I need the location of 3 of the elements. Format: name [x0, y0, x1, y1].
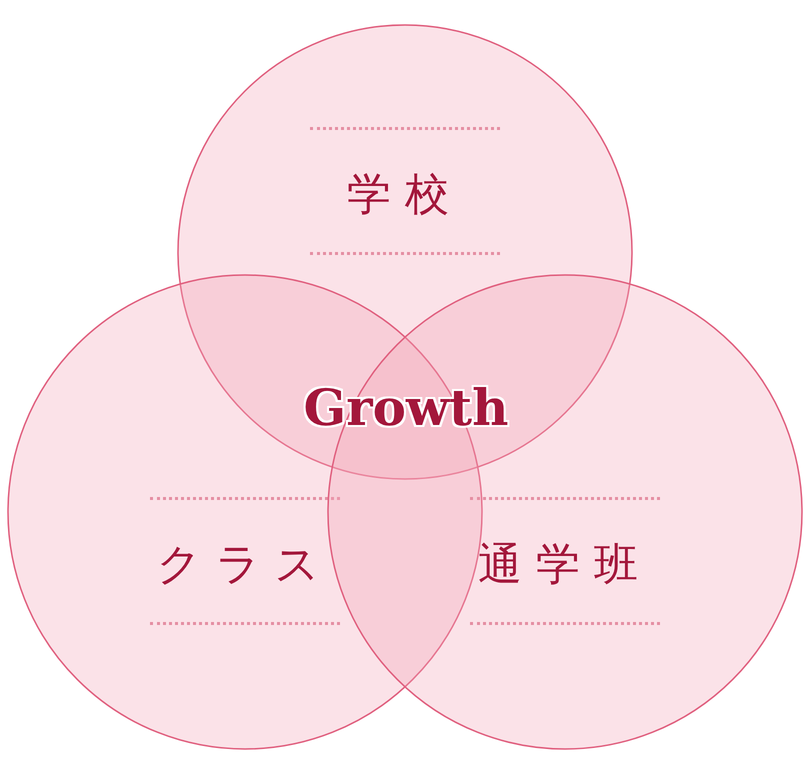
circle-label: 学校	[347, 169, 463, 220]
circle-label: 通学班	[478, 539, 652, 590]
circle-label: クラス	[156, 539, 334, 590]
